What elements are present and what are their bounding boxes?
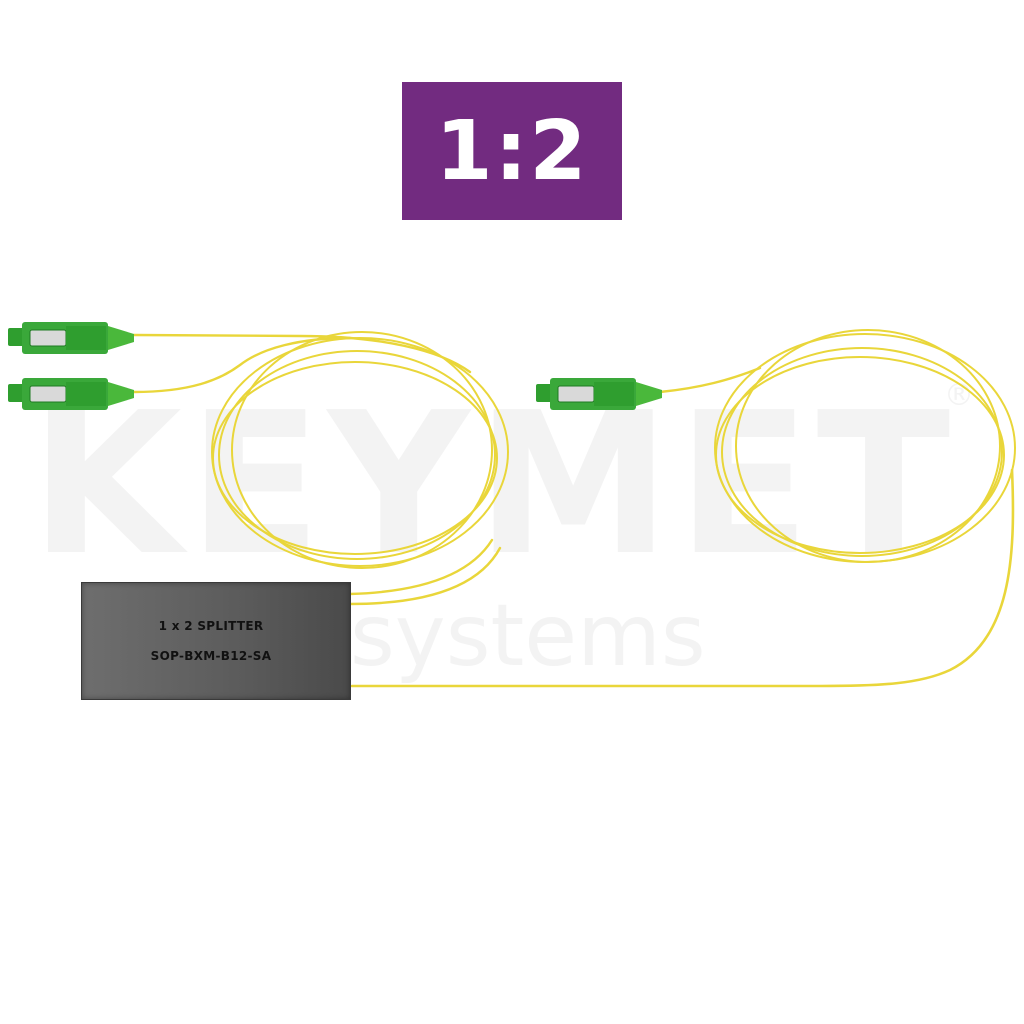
fiber-input-main [350, 468, 1015, 688]
ratio-text: 1:2 [435, 103, 589, 199]
sc-apc-connector-icon [536, 378, 662, 410]
splitter-title: 1 x 2 SPLITTER [158, 619, 264, 633]
fiber-box-exit-2 [348, 546, 502, 606]
ratio-badge-bg [402, 82, 622, 220]
fiber-output-2 [132, 336, 352, 394]
sc-apc-connector-icon [8, 378, 134, 410]
fiber-coil-right-icon [714, 329, 1016, 563]
splitter-model: SOP-BXM-B12-SA [150, 649, 272, 663]
splitter-box-icon: 1 x 2 SPLITTER SOP-BXM-B12-SA [81, 582, 351, 700]
fiber-output-1 [132, 333, 472, 374]
fiber-box-exit-1 [348, 538, 494, 596]
fiber-input-lead [658, 366, 762, 394]
watermark-brand: KEYMET [30, 371, 956, 599]
ratio-badge: 1:2 [402, 82, 622, 220]
sc-apc-connector-icon [8, 322, 134, 354]
fiber-cables [132, 329, 1016, 688]
watermark-tagline: systems [350, 586, 706, 686]
